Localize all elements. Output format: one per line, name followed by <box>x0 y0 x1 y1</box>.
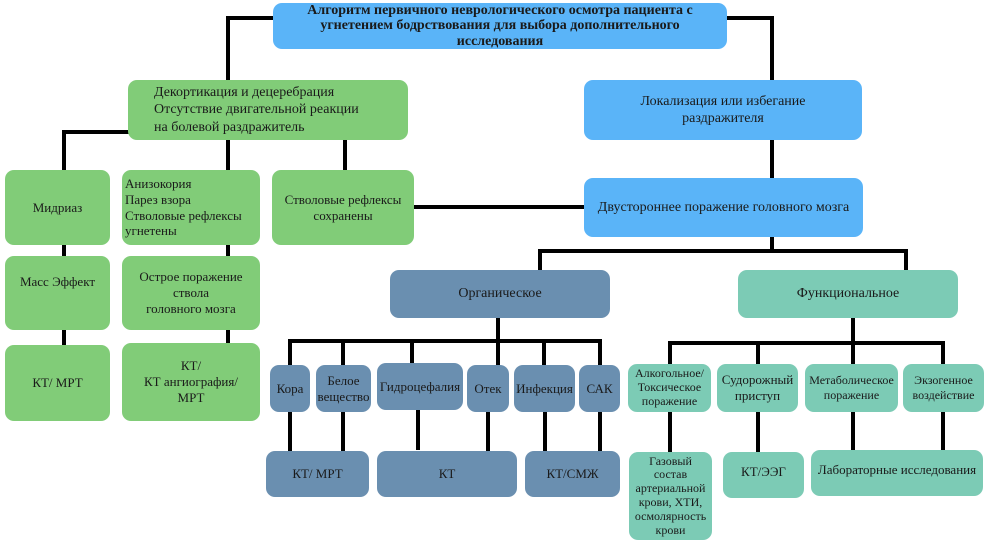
connector-root-right <box>725 16 774 82</box>
node-functional-test-blood: Газовый состав артериальной крови, ХТИ, … <box>629 452 712 540</box>
ct-angio-text: КТ/ КТ ангиография/ МРТ <box>144 358 238 405</box>
ct-mri-left-text: КТ/ МРТ <box>32 375 83 391</box>
node-localization: Локализация или избегание раздражителя <box>584 80 862 140</box>
white-matter-text: Белое вещество <box>317 372 370 404</box>
acute-stem-text: Острое поражение ствола головного мозга <box>139 269 243 316</box>
node-organic-edema: Отек <box>467 365 509 412</box>
node-organic-kora: Кора <box>270 365 310 412</box>
sak-text: САК <box>586 380 613 396</box>
alcohol-text: Алкогольное/ Токсическое поражение <box>634 366 705 408</box>
edema-text: Отек <box>474 380 502 396</box>
node-functional-alcohol: Алкогольное/ Токсическое поражение <box>628 364 711 412</box>
organic-test-ct-text: КТ <box>438 466 456 482</box>
node-organic-sak: САК <box>579 365 620 412</box>
node-ct-mri-left: КТ/ МРТ <box>5 345 110 421</box>
node-functional: Функциональное <box>738 270 958 318</box>
organic-text: Органическое <box>458 286 542 302</box>
cteeg-text: КТ/ЭЭГ <box>741 464 786 479</box>
node-organic-test-ct: КТ <box>377 451 517 497</box>
root-title: Алгоритм первичного неврологического осм… <box>307 2 693 49</box>
organic-test-ctcsf-text: КТ/СМЖ <box>546 466 599 482</box>
infection-text: Инфекция <box>516 380 573 396</box>
seizure-text: Судорожный приступ <box>721 372 794 403</box>
node-organic-infection: Инфекция <box>514 365 575 412</box>
localization-text: Локализация или избегание раздражителя <box>640 93 806 126</box>
node-organic-test-ctmri: КТ/ МРТ <box>266 451 369 497</box>
node-anisocoria: Анизокория Парез взора Стволовые рефлекс… <box>122 170 260 245</box>
node-functional-test-cteeg: КТ/ЭЭГ <box>723 452 804 498</box>
kora-text: Кора <box>276 380 304 396</box>
node-organic-hydrocephalus: Гидроцефалия <box>377 363 463 410</box>
connector-root-left <box>226 16 275 82</box>
node-functional-test-lab: Лабораторные исследования <box>811 450 983 496</box>
node-ct-angio: КТ/ КТ ангиография/ МРТ <box>122 343 260 421</box>
decortication-text: Декортикация и децеребрация Отсутствие д… <box>154 85 359 135</box>
blood-test-text: Газовый состав артериальной крови, ХТИ, … <box>634 453 707 537</box>
node-organic: Органическое <box>390 270 610 318</box>
functional-text: Функциональное <box>796 286 900 302</box>
node-acute-stem: Острое поражение ствола головного мозга <box>122 256 260 330</box>
exogenous-text: Экзогенное воздействие <box>912 373 975 402</box>
node-functional-metabolic: Метаболическое поражение <box>805 364 898 412</box>
hydrocephalus-text: Гидроцефалия <box>379 378 461 394</box>
node-mass-effect: Масс Эффект <box>5 256 110 330</box>
metabolic-text: Метаболическое поражение <box>809 373 894 402</box>
node-midriaz: Мидриаз <box>5 170 110 245</box>
connector-bilateral-split <box>538 249 908 272</box>
midriaz-text: Мидриаз <box>32 199 83 215</box>
node-organic-test-ctcsf: КТ/СМЖ <box>525 451 620 497</box>
lab-test-text: Лабораторные исследования <box>817 462 977 477</box>
reflexes-kept-text: Стволовые рефлексы сохранены <box>284 191 402 223</box>
node-organic-white-matter: Белое вещество <box>316 365 371 412</box>
root-node: Алгоритм первичного неврологического осм… <box>273 3 727 49</box>
node-bilateral: Двустороннее поражение головного мозга <box>584 178 863 237</box>
mass-effect-text: Масс Эффект <box>19 274 96 289</box>
node-functional-seizure: Судорожный приступ <box>717 364 798 412</box>
organic-test-ctmri-text: КТ/ МРТ <box>292 466 343 482</box>
node-decortication: Декортикация и децеребрация Отсутствие д… <box>128 80 408 140</box>
node-functional-exogenous: Экзогенное воздействие <box>903 364 984 412</box>
connector-left-midriaz <box>62 130 130 172</box>
anisocoria-text: Анизокория Парез взора Стволовые рефлекс… <box>125 175 242 239</box>
bilateral-text: Двустороннее поражение головного мозга <box>597 199 850 215</box>
node-reflexes-kept: Стволовые рефлексы сохранены <box>272 170 414 245</box>
